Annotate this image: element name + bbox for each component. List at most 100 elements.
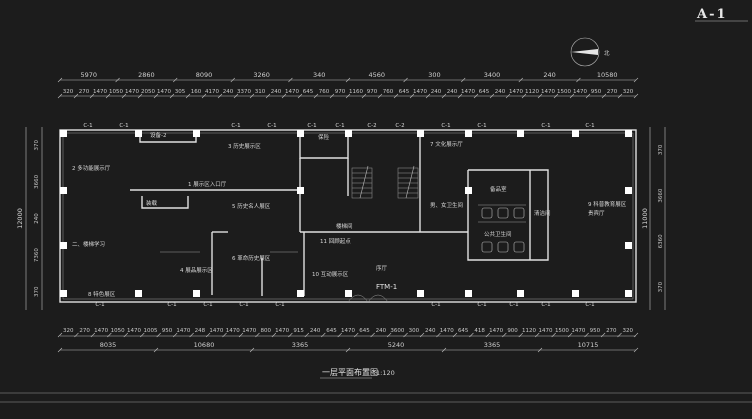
dim-tick [271, 332, 277, 338]
dim-tick [57, 347, 63, 353]
room-storage: 备品室 [490, 185, 507, 193]
dimension-ticks [57, 77, 639, 353]
dimension-text: 1470 [93, 89, 107, 95]
dimension-text: 950 [590, 328, 601, 334]
dimension-text: 645 [326, 328, 337, 334]
dim-tick [107, 332, 112, 338]
drawing-scale: 1:120 [376, 369, 395, 377]
dimension-text: 310 [255, 89, 266, 95]
window-tag: C-1 [83, 123, 92, 129]
dimension-text: 1500 [557, 89, 571, 95]
dim-tick [265, 93, 271, 99]
window-tag: C-1 [307, 123, 316, 129]
dim-tick [169, 93, 175, 99]
dimension-text: 1470 [541, 89, 555, 95]
window-tag: C-1 [441, 123, 450, 129]
dimension-text: 7360 [34, 248, 40, 262]
dimension-text: 760 [319, 89, 330, 95]
dim-tick [238, 332, 244, 338]
toilet-fixtures-icon [481, 207, 525, 253]
dim-tick [74, 332, 79, 338]
dimension-text: 760 [383, 89, 394, 95]
column [572, 290, 579, 297]
dim-tick [489, 93, 495, 99]
dim-tick [576, 77, 581, 83]
dim-tick [89, 93, 95, 99]
dimension-text: 1005 [144, 328, 158, 334]
dimension-text: 1470 [440, 328, 454, 334]
dimension-text: 160 [191, 89, 202, 95]
dim-tick [329, 93, 335, 99]
dimension-text: 10580 [597, 71, 618, 79]
column [60, 242, 67, 249]
column [345, 130, 352, 137]
stair-left-icon [351, 165, 373, 199]
dimension-text: 2860 [138, 71, 155, 79]
dimension-text: 950 [162, 328, 173, 334]
window-tag: C-1 [167, 302, 176, 308]
dim-tick [584, 332, 589, 338]
dim-tick [233, 93, 239, 99]
dimension-text: 1120 [525, 89, 539, 95]
column [193, 290, 200, 297]
dim-tick [633, 347, 639, 353]
dim-tick [377, 93, 383, 99]
window-tag: C-1 [477, 123, 486, 129]
dimension-text: 6360 [658, 234, 664, 248]
dimension-text: 4170 [205, 89, 219, 95]
dim-tick [502, 332, 507, 338]
room-stair-lobby: 楼梯间 [336, 222, 353, 230]
dimension-text: 270 [606, 328, 617, 334]
column [193, 130, 200, 137]
room-exhibit-6: 6 革命历史展区 [232, 254, 271, 262]
room-exhibit-9: 9 科普教育展区 [588, 200, 627, 208]
dim-tick [105, 93, 111, 99]
dimension-text: 8035 [100, 341, 117, 349]
dimension-lines [25, 79, 666, 351]
window-tag: C-2 [367, 123, 376, 129]
window-tag: C-1 [231, 123, 240, 129]
interior-walls [130, 130, 549, 296]
sheet-number: A-1 [696, 7, 728, 22]
window-tag: C-1 [541, 123, 550, 129]
dim-tick [633, 332, 639, 338]
dim-tick [345, 77, 351, 83]
dim-tick [617, 93, 623, 99]
dimension-text: 270 [607, 89, 618, 95]
column [135, 290, 142, 297]
room-exhibit-2: 2 多功能展示厅 [72, 164, 111, 172]
dimension-text: 1470 [489, 328, 503, 334]
dim-tick [189, 332, 194, 338]
room-office-top: 保险 [318, 133, 330, 141]
dimension-text: 370 [34, 140, 40, 151]
dim-tick [537, 347, 543, 353]
room-exhibit-1: 1 展示区入口厅 [188, 181, 227, 188]
dimension-text: 11000 [641, 208, 649, 229]
dimension-text: 3600 [390, 328, 404, 334]
dimension-text: 240 [34, 213, 40, 224]
north-label: 北 [604, 49, 610, 57]
dim-tick [370, 332, 375, 338]
dimension-text: 1470 [275, 328, 289, 334]
dimension-text: 370 [34, 286, 40, 297]
dimension-text: 1470 [573, 89, 587, 95]
room-rest-hall: 贵宾厅 [588, 209, 605, 217]
dim-tick [222, 332, 227, 338]
dim-tick [521, 93, 527, 99]
dimension-text: 970 [367, 89, 378, 95]
dimension-text: 1470 [461, 89, 475, 95]
room-exhibit-5: 5 历史名人展区 [232, 202, 271, 210]
dimension-text: 320 [63, 89, 74, 95]
entrance-door-icon [347, 294, 389, 303]
room-equipment: 设备-2 [150, 131, 166, 139]
window-tag: C-1 [585, 123, 594, 129]
dim-tick [156, 332, 161, 338]
dimension-text: 1470 [127, 328, 141, 334]
structural-columns [60, 130, 632, 297]
dimension-text: 240 [271, 89, 282, 95]
dim-tick [537, 93, 543, 99]
window-tag: C-1 [585, 302, 594, 308]
dimension-text: 3660 [34, 174, 40, 188]
